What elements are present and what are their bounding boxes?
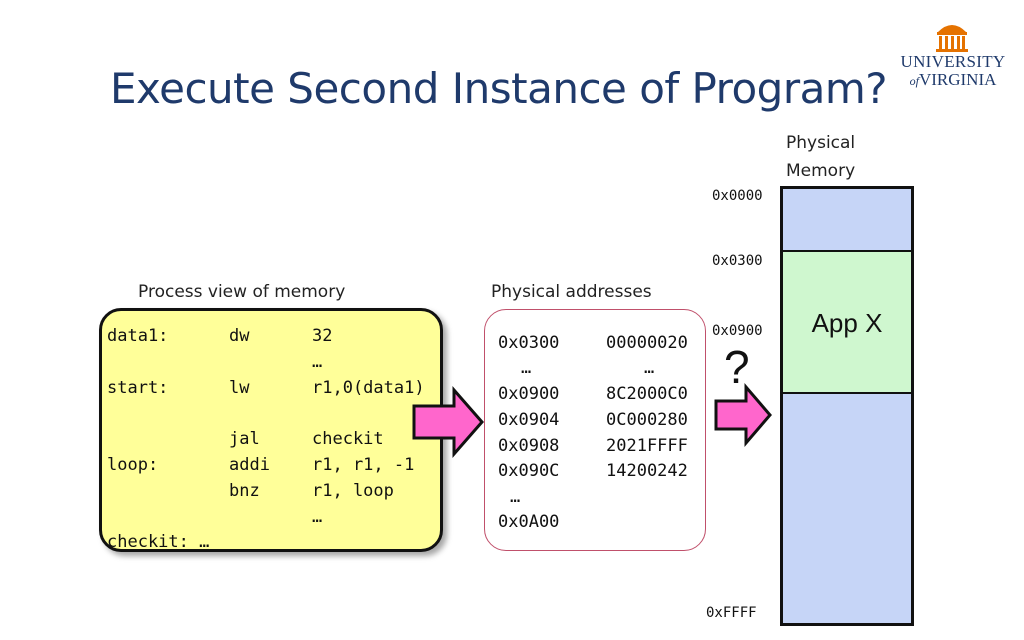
code-arg: r1, r1, -1 [312,455,415,475]
code-arg: r1, loop [312,481,394,501]
address-value: … [644,358,655,378]
address-value: 14200242 [606,461,688,481]
address: 0x0A00 [498,512,560,532]
uva-logo: UNIVERSITY ofVIRGINIA [894,18,1014,94]
address-value: 0C000280 [606,410,688,430]
code-op: bnz [229,481,260,501]
rotunda-icon [936,25,968,52]
physical-memory-label-line2: Memory [786,161,856,181]
code-op: lw [229,378,250,398]
code-arg: r1,0(data1) [312,378,425,398]
memory-address-0300: 0x0300 [712,253,763,269]
address-value: 00000020 [606,333,688,353]
address-value: 8C2000C0 [606,384,688,404]
code-arg: … [312,507,323,527]
logo-virginia-text: VIRGINIA [918,70,997,89]
memory-segment-app-x: App X [783,252,911,394]
code-arg: checkit [312,429,384,449]
physical-memory-label-line1: Physical [786,133,856,153]
memory-address-0900: 0x0900 [712,323,763,339]
code-arg: 32 [312,326,333,346]
code-op: dw [229,326,250,346]
logo-of: of [909,74,919,88]
arrow-right-icon [412,386,484,458]
code-arg: … [312,352,323,372]
memory-segment-free-bottom [783,394,911,623]
address: 0x0300 [498,333,560,353]
code-label: data1: [107,326,169,346]
memory-segment-free-top [783,189,911,252]
code-label: checkit: … [107,532,210,552]
physical-addresses-box [484,309,706,551]
code-op: jal [229,429,260,449]
logo-university: UNIVERSITY [900,52,1006,71]
code-op: addi [229,455,270,475]
address: 0x090C [498,461,560,481]
address: 0x0908 [498,436,560,456]
address-value: 2021FFFF [606,436,688,456]
address: 0x0904 [498,410,560,430]
address: 0x0900 [498,384,560,404]
arrow-right-icon [714,382,772,448]
process-view-label: Process view of memory [138,282,346,302]
app-x-label: App X [811,308,883,338]
memory-address-0000: 0x0000 [712,188,763,204]
code-label: loop: [107,455,159,475]
address: … [510,487,521,507]
address: … [521,358,532,378]
logo-virginia: ofVIRGINIA [894,70,1012,90]
physical-addresses-label: Physical addresses [491,282,652,302]
physical-memory-column: App X [780,186,914,626]
memory-address-ffff: 0xFFFF [706,605,757,621]
process-view-box [99,308,443,552]
code-label: start: [107,378,169,398]
slide-title: Execute Second Instance of Program? [110,64,888,113]
